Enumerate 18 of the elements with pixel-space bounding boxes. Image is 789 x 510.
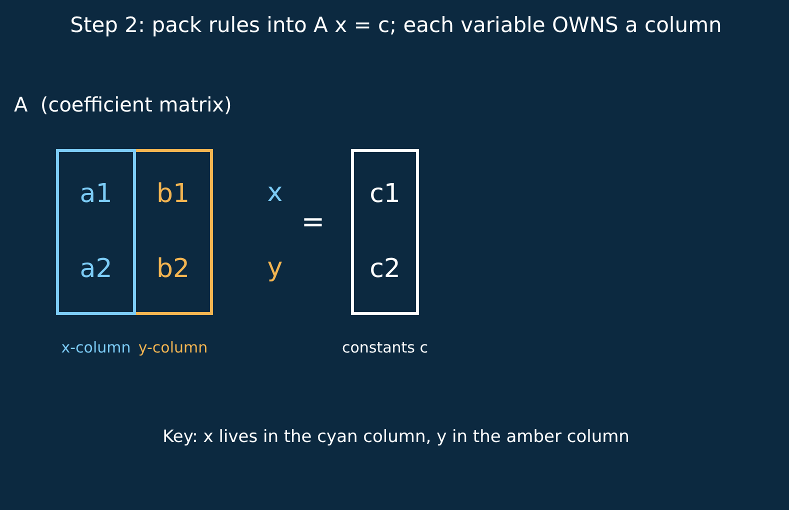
variable-label: y	[267, 254, 283, 284]
caption-text: Key: x lives in the cyan column, y in the amber column	[162, 428, 630, 448]
matrix-entry: b2	[156, 255, 190, 285]
matrix-column	[56, 149, 136, 315]
column-label: y-column	[138, 339, 208, 357]
column-label: x-column	[61, 339, 131, 357]
variable-label: x	[267, 179, 283, 209]
matrix-entry: c1	[370, 180, 400, 210]
matrix-entry: c2	[370, 255, 400, 285]
column-label: constants c	[342, 339, 428, 357]
matrix-heading: A (coefficient matrix)	[14, 94, 232, 116]
matrix-entry: a1	[80, 180, 112, 210]
matrix-column	[133, 149, 213, 315]
title: Step 2: pack rules into A x = c; each variable OWNS a column	[70, 12, 722, 38]
matrix-entry: a2	[80, 255, 112, 285]
vector-box	[351, 149, 419, 315]
matrix-entry: b1	[156, 180, 190, 210]
equals-sign: =	[301, 206, 325, 238]
